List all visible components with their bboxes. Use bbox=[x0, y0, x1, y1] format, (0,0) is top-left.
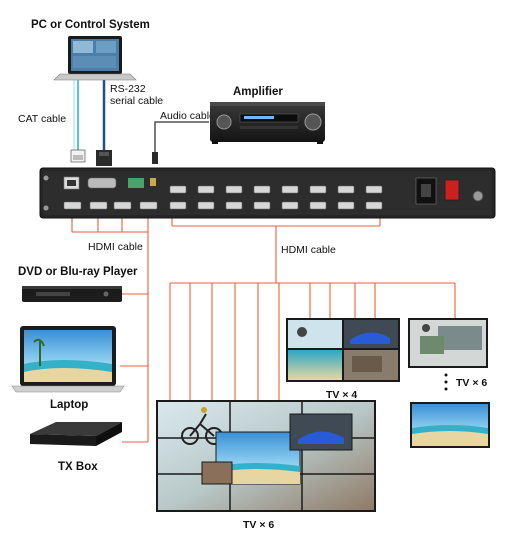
tv-right-bottom bbox=[410, 402, 490, 448]
cat-connector-icon bbox=[70, 149, 86, 163]
rs232-label-line1: RS-232 bbox=[110, 83, 146, 95]
laptop-label: Laptop bbox=[50, 399, 88, 411]
tv-2x2-screen-3 bbox=[288, 350, 342, 380]
hdmi-output-ports bbox=[169, 185, 383, 210]
tv-x6-bottom-label: TV × 6 bbox=[243, 519, 274, 531]
audio-out-port bbox=[150, 178, 156, 186]
tv-2x2-screen-1 bbox=[288, 320, 342, 348]
amp-knob-left bbox=[216, 114, 232, 130]
laptop-icon bbox=[11, 326, 125, 393]
audio-cable-label: Audio cable bbox=[160, 110, 215, 122]
rs232-label-line2: serial cable bbox=[110, 95, 163, 107]
tv-right-top bbox=[408, 318, 488, 368]
tv-x6-right-label: TV × 6 bbox=[456, 377, 487, 389]
amplifier-device bbox=[210, 102, 325, 144]
audio-jack-icon bbox=[152, 152, 158, 164]
video-wall-biker bbox=[181, 407, 223, 445]
tv-wall-2x2 bbox=[286, 318, 400, 382]
dvd-player-icon bbox=[22, 286, 122, 302]
ground-screw bbox=[472, 190, 484, 202]
pc-base bbox=[53, 73, 137, 81]
video-wall-3x3 bbox=[156, 400, 376, 512]
amp-knob-right bbox=[304, 113, 322, 131]
hdmi-cable-right-label: HDMI cable bbox=[281, 244, 336, 256]
tv-x4-label: TV × 4 bbox=[326, 389, 357, 401]
amplifier-label: Amplifier bbox=[233, 86, 283, 98]
terminal-block bbox=[128, 178, 144, 188]
dvd-player-label: DVD or Blu-ray Player bbox=[18, 266, 138, 278]
rs232-port bbox=[87, 177, 117, 189]
hdmi-cable-left-label: HDMI cable bbox=[88, 241, 143, 253]
power-switch bbox=[444, 179, 460, 201]
video-wall-small-window bbox=[201, 461, 233, 485]
hdmi-cable-right bbox=[169, 218, 456, 403]
matrix-switcher-rear-panel bbox=[39, 167, 496, 219]
tv-ellipsis-dots bbox=[444, 373, 448, 391]
tx-box-label: TX Box bbox=[58, 461, 98, 473]
audio-cable bbox=[154, 121, 209, 156]
pc-laptop bbox=[53, 36, 137, 81]
db9-connector-icon bbox=[96, 150, 112, 166]
hdmi-cable-left bbox=[71, 218, 149, 443]
cat-cable-label: CAT cable bbox=[18, 113, 66, 125]
set-top-box-icon bbox=[30, 422, 122, 446]
pc-label: PC or Control System bbox=[31, 19, 150, 31]
hdmi-input-ports bbox=[63, 201, 158, 210]
